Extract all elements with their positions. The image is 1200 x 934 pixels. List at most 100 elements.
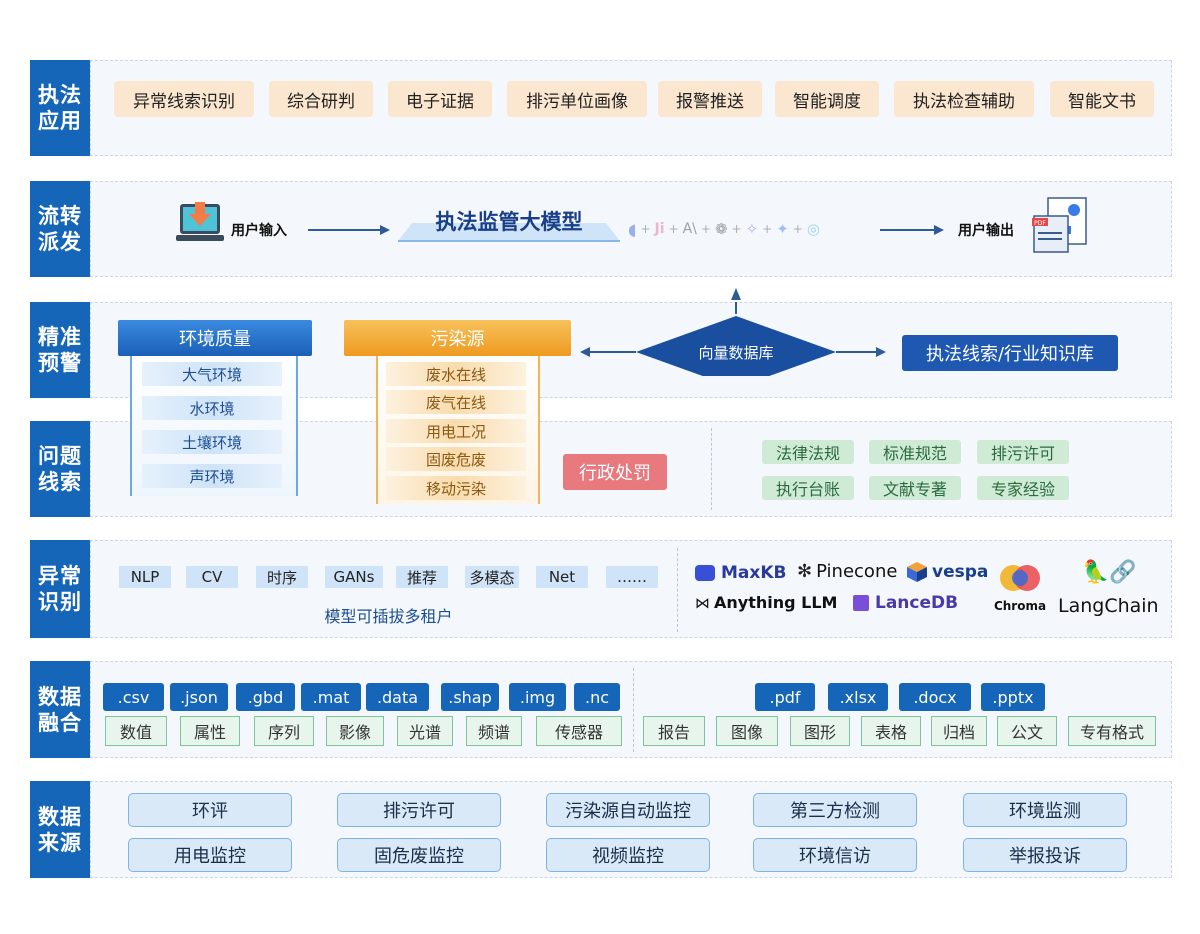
data-attr-chip[interactable]: 影像: [326, 716, 384, 746]
data-source-chip[interactable]: 污染源自动监控: [546, 793, 710, 827]
model-chip[interactable]: Net: [536, 566, 588, 588]
pollution-item[interactable]: 移动污染: [386, 476, 526, 500]
knowledge-base-box[interactable]: 执法线索/行业知识库: [902, 335, 1118, 371]
data-attr-chip[interactable]: 专有格式: [1068, 716, 1156, 746]
model-chip[interactable]: NLP: [119, 566, 171, 588]
data-source-chip[interactable]: 固危废监控: [337, 838, 501, 872]
file-type-chip[interactable]: .json: [170, 683, 228, 711]
pollution-item[interactable]: 废水在线: [386, 362, 526, 386]
data-attr-chip[interactable]: 图形: [790, 716, 850, 746]
pollution-header[interactable]: 污染源: [344, 320, 571, 356]
anythingllm-icon: ⋈: [695, 593, 710, 612]
file-type-chip[interactable]: .nc: [574, 683, 620, 711]
data-attr-chip[interactable]: 频谱: [466, 716, 522, 746]
pollution-item[interactable]: 用电工况: [386, 419, 526, 443]
data-attr-chip[interactable]: 公文: [997, 716, 1057, 746]
model-chip[interactable]: ……: [606, 566, 658, 588]
app-chip[interactable]: 执法检查辅助: [894, 81, 1034, 117]
data-source-chip[interactable]: 环评: [128, 793, 292, 827]
data-attr-chip[interactable]: 归档: [931, 716, 987, 746]
kimi-icon: ✧: [745, 220, 759, 238]
data-attr-chip[interactable]: 图像: [716, 716, 778, 746]
data-source-chip[interactable]: 用电监控: [128, 838, 292, 872]
lancedb-icon: [853, 595, 869, 611]
knowledge-chip[interactable]: 标准规范: [869, 440, 961, 464]
arrow-right-icon: [880, 225, 944, 235]
anomaly-divider: [677, 548, 678, 632]
row-flow-label: 流转 派发: [30, 181, 90, 277]
app-chip[interactable]: 异常线索识别: [114, 81, 254, 117]
arrow-right-icon: [308, 225, 390, 235]
env-quality-item[interactable]: 土壤环境: [142, 430, 282, 454]
knowledge-chip[interactable]: 专家经验: [977, 476, 1069, 500]
knowledge-chip[interactable]: 法律法规: [762, 440, 854, 464]
app-chip[interactable]: 电子证据: [388, 81, 492, 117]
data-attr-chip[interactable]: 报告: [643, 716, 705, 746]
model-title: 执法监管大模型: [435, 210, 583, 234]
user-output-label: 用户输出: [958, 223, 1014, 239]
env-quality-header[interactable]: 环境质量: [118, 320, 312, 356]
file-type-chip[interactable]: .docx: [899, 683, 971, 711]
data-source-chip[interactable]: 举报投诉: [963, 838, 1127, 872]
plus-icon: +: [668, 222, 679, 236]
file-type-chip[interactable]: .xlsx: [828, 683, 888, 711]
model-chip[interactable]: CV: [186, 566, 238, 588]
vespa-icon: [907, 562, 927, 582]
knowledge-chip[interactable]: 排污许可: [977, 440, 1069, 464]
file-type-chip[interactable]: .pptx: [981, 683, 1045, 711]
lancedb-logo: LanceDB: [853, 593, 958, 613]
vector-db-label[interactable]: 向量数据库: [698, 343, 774, 362]
model-title-banner: [398, 223, 620, 242]
data-attr-chip[interactable]: 属性: [180, 716, 240, 746]
langchain-icon: 🦜🔗: [1082, 560, 1137, 585]
model-chip[interactable]: GANs: [325, 566, 383, 588]
app-chip[interactable]: 智能调度: [775, 81, 879, 117]
plus-icon: +: [792, 222, 803, 236]
data-attr-chip[interactable]: 序列: [254, 716, 314, 746]
knowledge-chip[interactable]: 文献专著: [869, 476, 961, 500]
env-quality-item[interactable]: 声环境: [142, 464, 282, 488]
env-quality-item[interactable]: 大气环境: [142, 362, 282, 386]
file-type-chip[interactable]: .img: [509, 683, 566, 711]
file-type-chip[interactable]: .data: [366, 683, 429, 711]
data-attr-chip[interactable]: 传感器: [536, 716, 622, 746]
data-attr-chip[interactable]: 光谱: [397, 716, 453, 746]
data-attr-chip[interactable]: 表格: [861, 716, 921, 746]
data-source-chip[interactable]: 视频监控: [546, 838, 710, 872]
row-app-label: 执法 应用: [30, 60, 90, 156]
llm-logos-strip: ◖ + Ji + A\ + ❁ + ✧ + ✦ + ◎: [628, 218, 870, 240]
data-attr-chip[interactable]: 数值: [105, 716, 167, 746]
file-type-chip[interactable]: .shap: [441, 683, 499, 711]
file-type-chip[interactable]: .mat: [301, 683, 361, 711]
app-chip[interactable]: 排污单位画像: [507, 81, 647, 117]
whale-icon: ◖: [628, 219, 637, 239]
model-chip[interactable]: 多模态: [465, 566, 519, 588]
file-type-chip[interactable]: .csv: [103, 683, 164, 711]
ji-icon: Ji: [654, 221, 665, 237]
app-chip[interactable]: 综合研判: [269, 81, 373, 117]
openai-icon: ❁: [714, 220, 728, 238]
data-source-chip[interactable]: 环境监测: [963, 793, 1127, 827]
data-source-chip[interactable]: 环境信访: [753, 838, 917, 872]
data-source-chip[interactable]: 第三方检测: [753, 793, 917, 827]
plus-icon: +: [731, 222, 742, 236]
row-flow-band: [90, 181, 1172, 277]
vespa-logo: vespa: [906, 561, 988, 583]
app-chip[interactable]: 报警推送: [658, 81, 762, 117]
row-anomaly-label: 异常 识别: [30, 540, 90, 638]
pollution-item[interactable]: 固废危废: [386, 447, 526, 471]
ai-icon: A\: [682, 221, 697, 237]
knowledge-chip[interactable]: 执行台账: [762, 476, 854, 500]
user-input-label: 用户输入: [231, 223, 287, 239]
env-quality-item[interactable]: 水环境: [142, 396, 282, 420]
clue-divider: [711, 428, 712, 510]
data-source-chip[interactable]: 排污许可: [337, 793, 501, 827]
model-chip[interactable]: 时序: [256, 566, 308, 588]
app-chip[interactable]: 智能文书: [1050, 81, 1154, 117]
pinecone-logo: ✻ Pinecone: [797, 561, 898, 582]
admin-penalty-chip[interactable]: 行政处罚: [563, 454, 667, 490]
model-chip[interactable]: 推荐: [396, 566, 448, 588]
pollution-item[interactable]: 废气在线: [386, 390, 526, 414]
file-type-chip[interactable]: .pdf: [755, 683, 815, 711]
file-type-chip[interactable]: .gbd: [236, 683, 295, 711]
